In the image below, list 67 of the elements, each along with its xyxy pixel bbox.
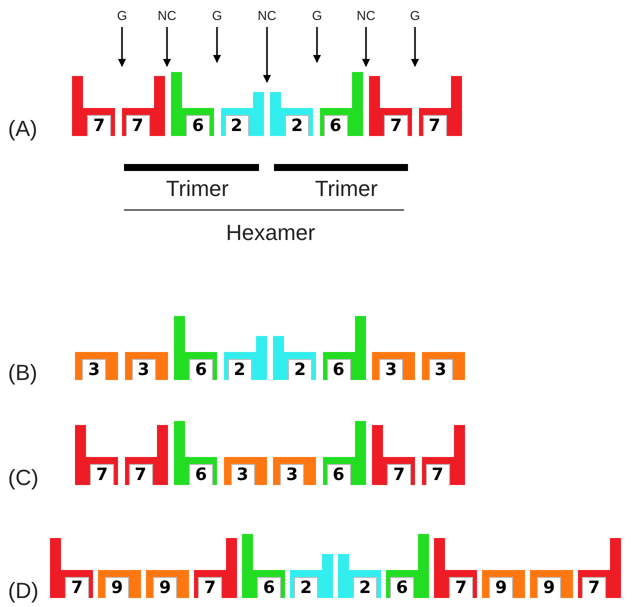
subunit-number: 7 [126,115,150,136]
subunit-number: 7 [65,577,89,598]
subunit-block [530,570,573,598]
subunit-number: 7 [387,464,411,485]
subunit-number: 7 [449,577,473,598]
subunit-number: 3 [132,359,156,380]
subunit-block [422,352,464,380]
subunit-number: 9 [537,577,561,598]
site-label: NC [152,9,182,23]
subunit-number: 6 [186,115,210,136]
subunit-number: 9 [153,577,177,598]
subunit-number: 3 [230,464,254,485]
subunit-number: 6 [390,577,414,598]
site-label: G [400,9,430,23]
subunit-block [482,570,525,598]
subunit-number: 7 [426,464,450,485]
subunit-number: 7 [422,115,446,136]
arrow [213,27,221,63]
subunit-block [372,352,415,380]
subunit-block [273,457,316,485]
subunit-number: 6 [326,359,350,380]
site-label: NC [351,9,381,23]
arrow [163,27,171,67]
site-label: G [107,9,137,23]
subunit-number: 6 [189,464,213,485]
arrow [118,27,126,67]
arrow [313,27,321,63]
panel-label: (B) [8,360,38,386]
site-label: NC [252,9,282,23]
subunit-block [98,570,141,598]
subunit-number: 2 [288,359,312,380]
subunit-number: 7 [87,115,111,136]
subunit-number: 6 [257,577,281,598]
subunit-block [124,352,168,380]
subunit-number: 3 [280,464,304,485]
subunit-number: 7 [128,464,152,485]
group-label: Trimer [315,176,378,202]
subunit-number: 7 [198,577,222,598]
arrow [411,27,419,67]
subunit-number: 3 [428,359,452,380]
group-label: Trimer [166,176,229,202]
subunit-block [224,457,266,485]
group-label: Hexamer [226,220,316,246]
subunit-block [146,570,189,598]
subunit-number: 6 [326,464,350,485]
subunit-number: 7 [582,577,606,598]
subunit-number: 9 [105,577,129,598]
subunit-number: 2 [285,115,309,136]
panel-label: (D) [8,578,39,604]
subunit-number: 7 [384,115,408,136]
subunit-number: 9 [489,577,513,598]
subunit-number: 7 [90,464,114,485]
arrow [362,27,370,67]
site-label: G [202,9,232,23]
subunit-block [75,352,118,380]
panel-label: (A) [8,116,38,142]
subunit-number: 2 [353,577,377,598]
subunit-number: 2 [228,359,252,380]
subunit-number: 3 [82,359,106,380]
site-label: G [302,9,332,23]
panel-label: (C) [8,465,39,491]
subunit-number: 3 [379,359,403,380]
subunit-number: 6 [324,115,348,136]
subunit-number: 2 [294,577,318,598]
subunit-number: 2 [224,115,248,136]
subunit-number: 6 [189,359,213,380]
arrow [263,27,271,83]
